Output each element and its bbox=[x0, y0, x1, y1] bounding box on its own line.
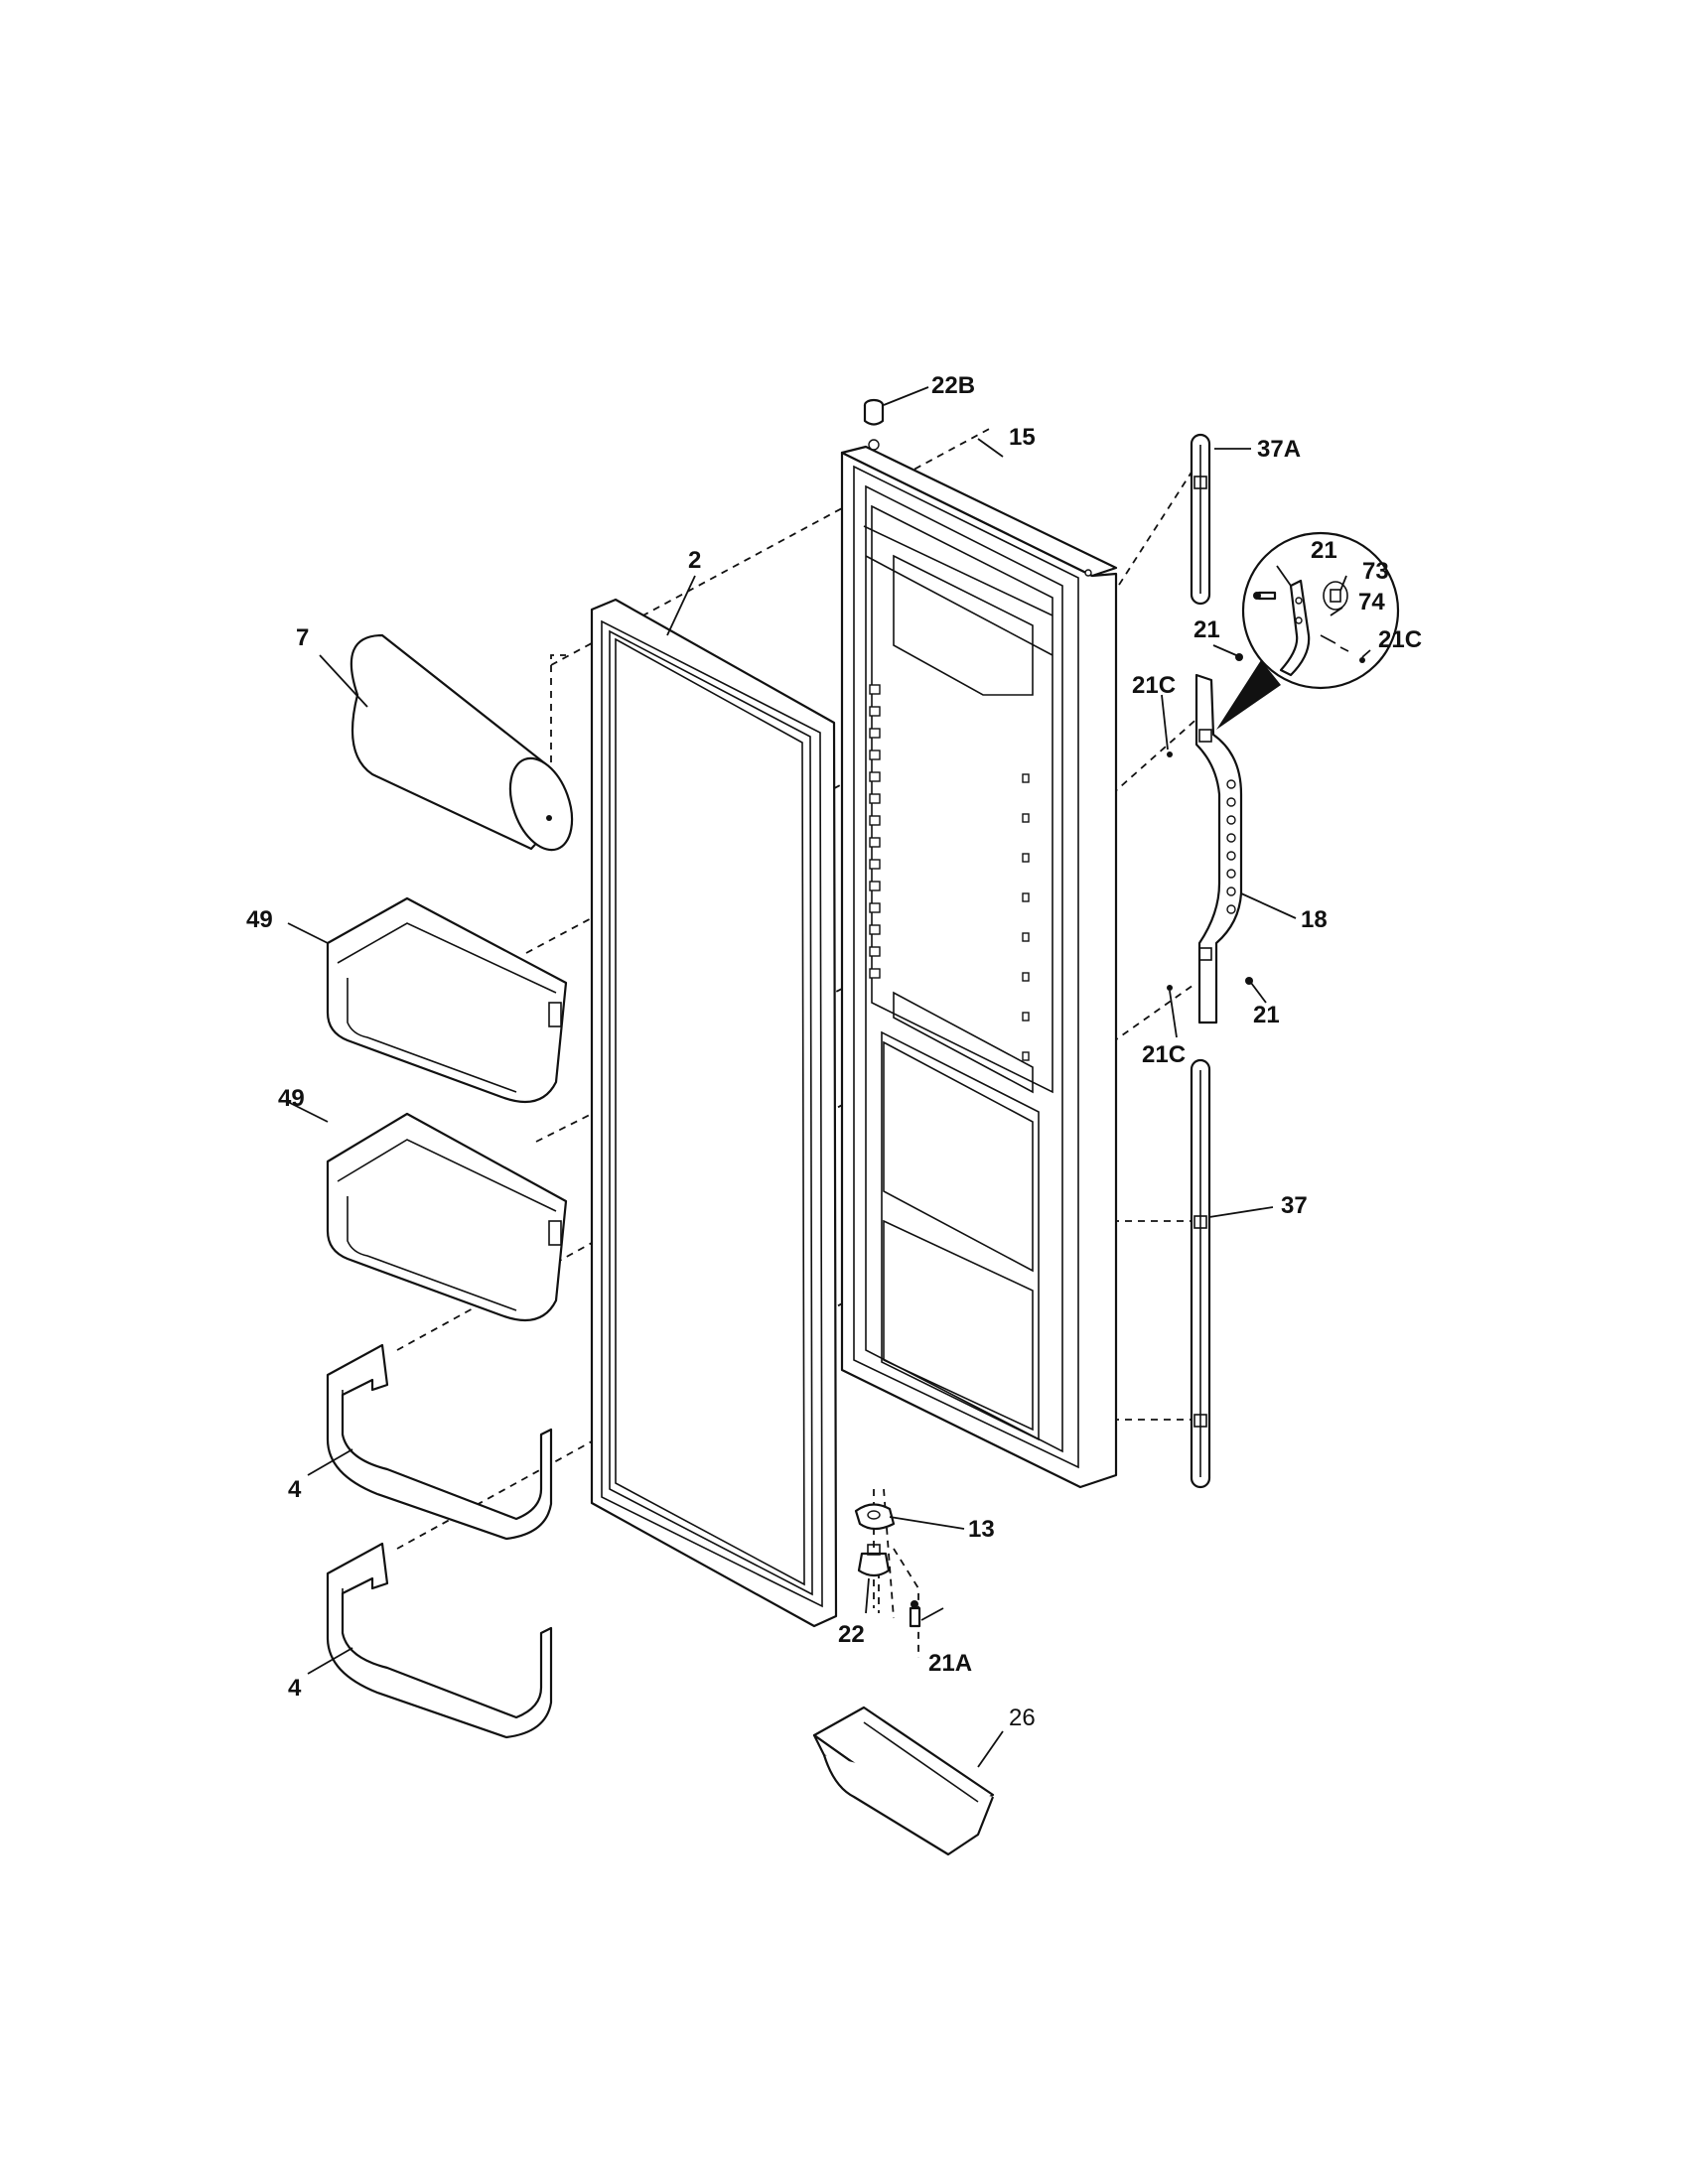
shelf-peg-column bbox=[869, 684, 1030, 1061]
label-26: 26 bbox=[1009, 1705, 1036, 1731]
label-37: 37 bbox=[1281, 1192, 1308, 1219]
label-21C-detail: 21C bbox=[1378, 626, 1422, 653]
rack-part-4-top bbox=[326, 1343, 553, 1541]
label-15: 15 bbox=[1009, 424, 1036, 451]
label-21-bottom: 21 bbox=[1253, 1002, 1280, 1028]
label-18: 18 bbox=[1301, 906, 1328, 933]
label-21-top: 21 bbox=[1193, 616, 1220, 643]
label-2: 2 bbox=[688, 547, 701, 574]
cap-part-22B bbox=[863, 398, 885, 426]
rack-part-4-bottom bbox=[326, 1542, 553, 1739]
label-7: 7 bbox=[296, 624, 309, 651]
label-73: 73 bbox=[1362, 558, 1389, 585]
part-labels: 22B 15 37A 2 7 21 73 74 21C 21 21C 18 49… bbox=[246, 372, 1422, 1731]
label-4-top: 4 bbox=[288, 1476, 302, 1503]
hinge-part-13 bbox=[854, 1503, 896, 1531]
trim-part-37 bbox=[1190, 1058, 1211, 1489]
bin-part-49-top bbox=[326, 896, 568, 1104]
trim-part-37A bbox=[1190, 433, 1211, 606]
cylinder-part-7 bbox=[350, 633, 574, 852]
screw-part-21A bbox=[909, 1600, 921, 1628]
label-74: 74 bbox=[1358, 589, 1385, 615]
bushing-part-22 bbox=[857, 1544, 891, 1577]
leader-lines bbox=[287, 386, 1371, 1768]
label-49-bottom: 49 bbox=[278, 1085, 305, 1112]
handle-part-18 bbox=[1194, 673, 1243, 1024]
label-49-top: 49 bbox=[246, 906, 273, 933]
label-21A: 21A bbox=[928, 1650, 972, 1677]
label-21C-bottom: 21C bbox=[1142, 1041, 1186, 1068]
label-4-bottom: 4 bbox=[288, 1675, 302, 1702]
label-13: 13 bbox=[968, 1516, 995, 1543]
fasteners bbox=[1167, 653, 1253, 991]
label-22B: 22B bbox=[931, 372, 975, 399]
door-gasket bbox=[590, 598, 838, 1628]
label-22: 22 bbox=[838, 1621, 865, 1648]
label-21C-top: 21C bbox=[1132, 672, 1176, 699]
tray-part-26 bbox=[812, 1706, 995, 1856]
bin-part-49-bottom bbox=[326, 1112, 568, 1322]
label-37A: 37A bbox=[1257, 436, 1301, 463]
door-assembly bbox=[840, 439, 1118, 1489]
label-21-detail: 21 bbox=[1311, 537, 1337, 564]
